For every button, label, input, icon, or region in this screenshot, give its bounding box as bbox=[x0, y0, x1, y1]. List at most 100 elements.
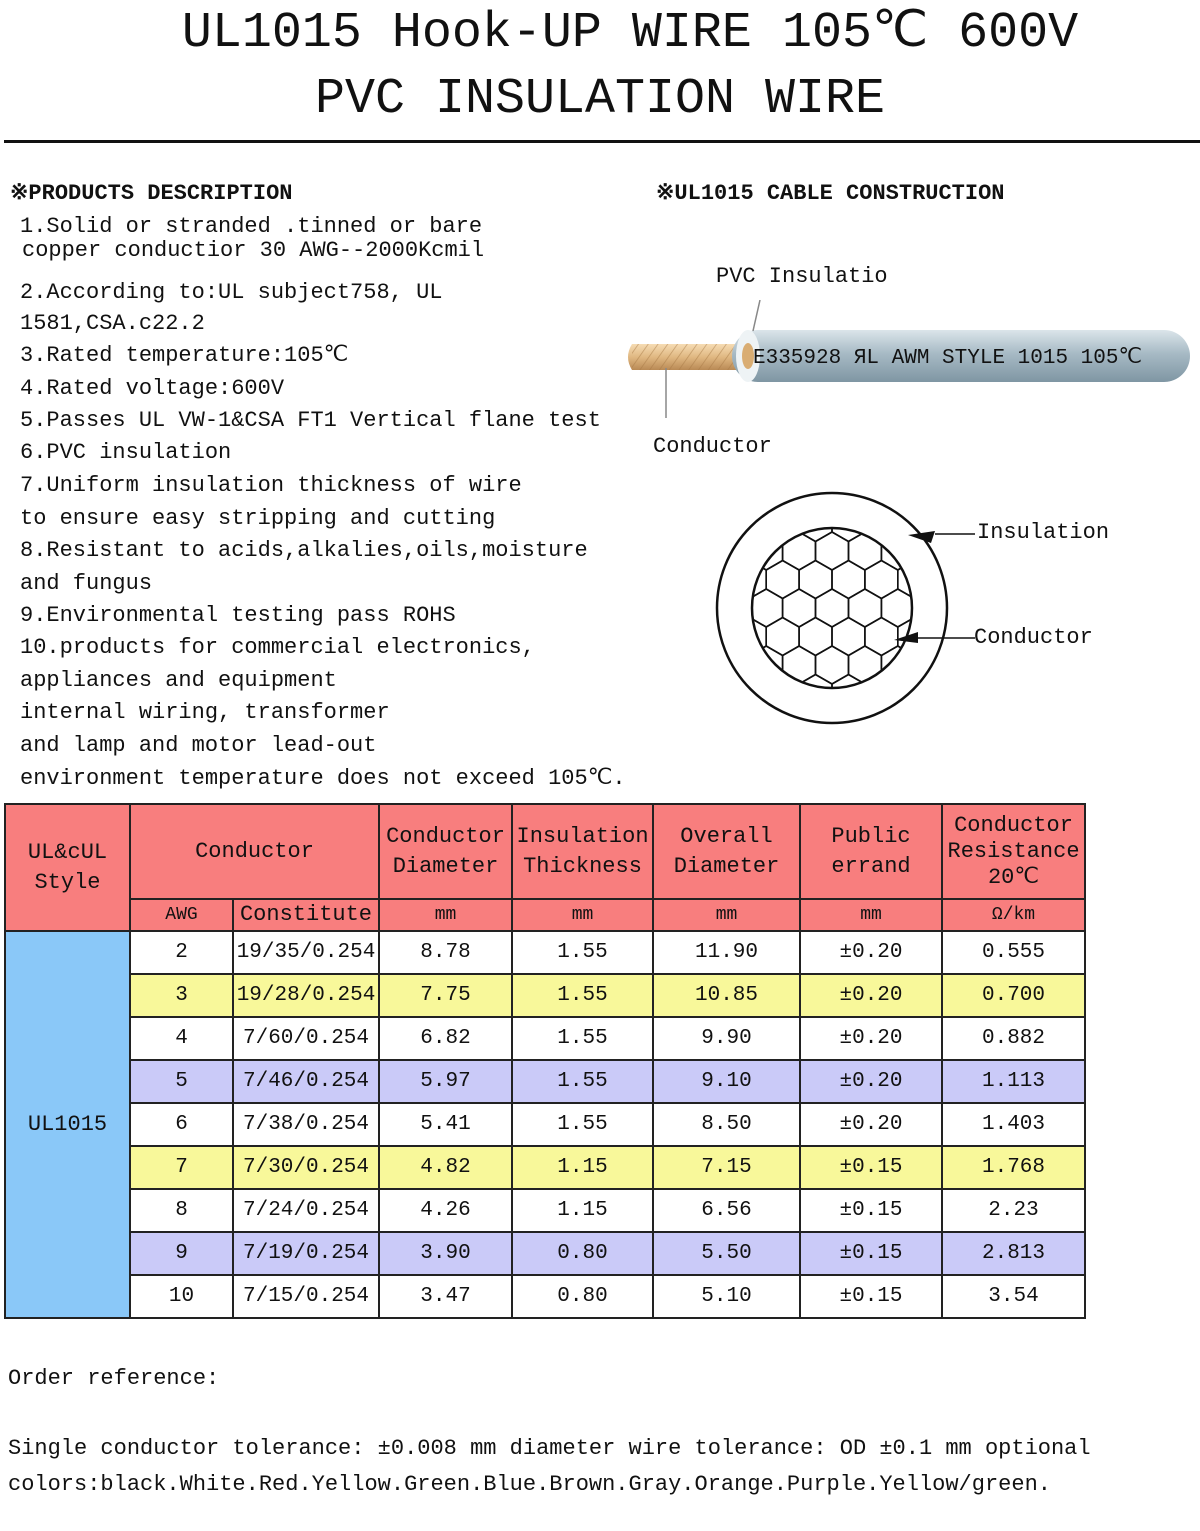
description-line: 6.PVC insulation bbox=[20, 440, 232, 465]
title-divider bbox=[4, 140, 1200, 143]
cable-side-diagram bbox=[628, 300, 1190, 418]
cell-od: 11.90 bbox=[652, 930, 802, 975]
description-line: environment temperature does not exceed … bbox=[20, 766, 626, 791]
strand-hexagon bbox=[831, 673, 866, 687]
strand-hexagon bbox=[964, 561, 980, 599]
tolerance-note: Single conductor tolerance: ±0.008 mm di… bbox=[8, 1436, 1091, 1461]
cell-ins: 1.15 bbox=[511, 1145, 655, 1190]
strand-hexagon bbox=[947, 532, 980, 570]
cell-res: 2.23 bbox=[941, 1188, 1087, 1233]
description-line: and fungus bbox=[20, 571, 153, 596]
strand-hexagon bbox=[700, 504, 733, 542]
cell-constitute: 19/28/0.254 bbox=[231, 973, 381, 1018]
cell-ins: 1.15 bbox=[511, 1188, 655, 1233]
conductor-core bbox=[750, 526, 914, 690]
cell-res: 2.813 bbox=[941, 1231, 1087, 1276]
pvc-pointer-line bbox=[752, 300, 761, 332]
cell-constitute: 7/60/0.254 bbox=[231, 1016, 381, 1061]
cell-ins: 0.80 bbox=[511, 1231, 655, 1276]
strand-hexagon bbox=[700, 703, 717, 740]
cell-awg: 9 bbox=[129, 1231, 234, 1276]
optional-colors-note: colors:black.White.Red.Yellow.Green.Blue… bbox=[8, 1472, 1051, 1497]
cell-ins: 1.55 bbox=[511, 930, 655, 975]
page-title-line-1: UL1015 Hook-UP WIRE 105℃ 600V bbox=[181, 5, 1079, 62]
strand-hexagon bbox=[700, 490, 717, 513]
strand-hexagon bbox=[931, 675, 964, 713]
strand-hexagon bbox=[898, 732, 931, 741]
strand-hexagon bbox=[717, 490, 750, 513]
cell-cond-dia: 5.97 bbox=[378, 1059, 514, 1104]
cell-od: 9.10 bbox=[652, 1059, 802, 1104]
cell-res: 0.882 bbox=[941, 1016, 1087, 1061]
strand-hexagon bbox=[700, 532, 717, 570]
strand-hexagon bbox=[947, 646, 980, 684]
strand-hexagon bbox=[798, 673, 833, 687]
description-line: 1581,CSA.c22.2 bbox=[20, 311, 205, 336]
cell-ins: 1.55 bbox=[511, 1016, 655, 1061]
strand-hexagon bbox=[717, 703, 750, 740]
cell-awg: 5 bbox=[129, 1059, 234, 1104]
cell-pub: ±0.15 bbox=[799, 1188, 944, 1233]
strand-hexagon bbox=[964, 732, 980, 741]
products-description-heading: ※PRODUCTS DESCRIPTION bbox=[10, 181, 293, 206]
order-reference-heading: Order reference: bbox=[8, 1366, 220, 1391]
cell-od: 7.15 bbox=[652, 1145, 802, 1190]
description-line: appliances and equipment bbox=[20, 668, 337, 693]
unit-overall-diameter: mm bbox=[652, 898, 802, 932]
cell-pub: ±0.15 bbox=[799, 1145, 944, 1190]
strand-hexagon bbox=[947, 589, 980, 627]
cell-cond-dia: 4.82 bbox=[378, 1145, 514, 1190]
cell-pub: ±0.15 bbox=[799, 1274, 944, 1319]
header-conductor: Conductor bbox=[128, 803, 381, 900]
pvc-insulation-label: PVC Insulatio bbox=[716, 264, 888, 289]
cell-awg: 4 bbox=[129, 1016, 234, 1061]
cell-pub: ±0.20 bbox=[799, 930, 944, 975]
cell-pub: ±0.20 bbox=[799, 973, 944, 1018]
unit-conductor-diameter: mm bbox=[378, 898, 514, 932]
cell-awg: 8 bbox=[129, 1188, 234, 1233]
conductor-label: Conductor bbox=[974, 625, 1093, 650]
cell-ins: 0.80 bbox=[511, 1274, 655, 1319]
strand-hexagon bbox=[832, 732, 865, 741]
description-line: 1.Solid or stranded .tinned or bare bbox=[20, 214, 483, 239]
cell-constitute: 7/46/0.254 bbox=[231, 1059, 381, 1104]
cell-pub: ±0.20 bbox=[799, 1059, 944, 1104]
cell-cond-dia: 3.47 bbox=[378, 1274, 514, 1319]
strand-hexagon bbox=[700, 675, 733, 713]
cell-cond-dia: 3.90 bbox=[378, 1231, 514, 1276]
cell-ins: 1.55 bbox=[511, 1102, 655, 1147]
cell-constitute: 7/30/0.254 bbox=[231, 1145, 381, 1190]
cell-awg: 7 bbox=[129, 1145, 234, 1190]
strand-hexagon bbox=[914, 490, 947, 513]
description-line: 5.Passes UL VW-1&CSA FT1 Vertical flane … bbox=[20, 408, 601, 433]
cell-res: 1.768 bbox=[941, 1145, 1087, 1190]
description-line: and lamp and motor lead-out bbox=[20, 733, 377, 758]
style-cell: UL1015 bbox=[4, 930, 131, 1319]
description-line: 2.According to:UL subject758, UL bbox=[20, 280, 443, 305]
description-line: 8.Resistant to acids,alkalies,oils,moist… bbox=[20, 538, 588, 563]
cable-cross-section-diagram bbox=[700, 490, 980, 741]
strand-hexagon bbox=[964, 675, 980, 713]
cell-res: 3.54 bbox=[941, 1274, 1087, 1319]
strand-hexagon bbox=[931, 732, 964, 741]
header-style: UL&cUL Style bbox=[4, 803, 131, 932]
cell-od: 9.90 bbox=[652, 1016, 802, 1061]
page-title-line-2: PVC INSULATION WIRE bbox=[314, 71, 886, 128]
conductor-arrowhead bbox=[894, 632, 918, 643]
cell-awg: 3 bbox=[129, 973, 234, 1018]
cell-awg: 10 bbox=[129, 1274, 234, 1319]
description-line: internal wiring, transformer bbox=[20, 700, 390, 725]
cell-od: 5.10 bbox=[652, 1274, 802, 1319]
cable-print-marking: E335928 ЯL AWM STYLE 1015 105℃ bbox=[753, 347, 1143, 370]
description-line: to ensure easy stripping and cutting bbox=[20, 506, 496, 531]
strand-hexagon bbox=[947, 490, 980, 513]
strand-hexagon bbox=[931, 504, 964, 542]
